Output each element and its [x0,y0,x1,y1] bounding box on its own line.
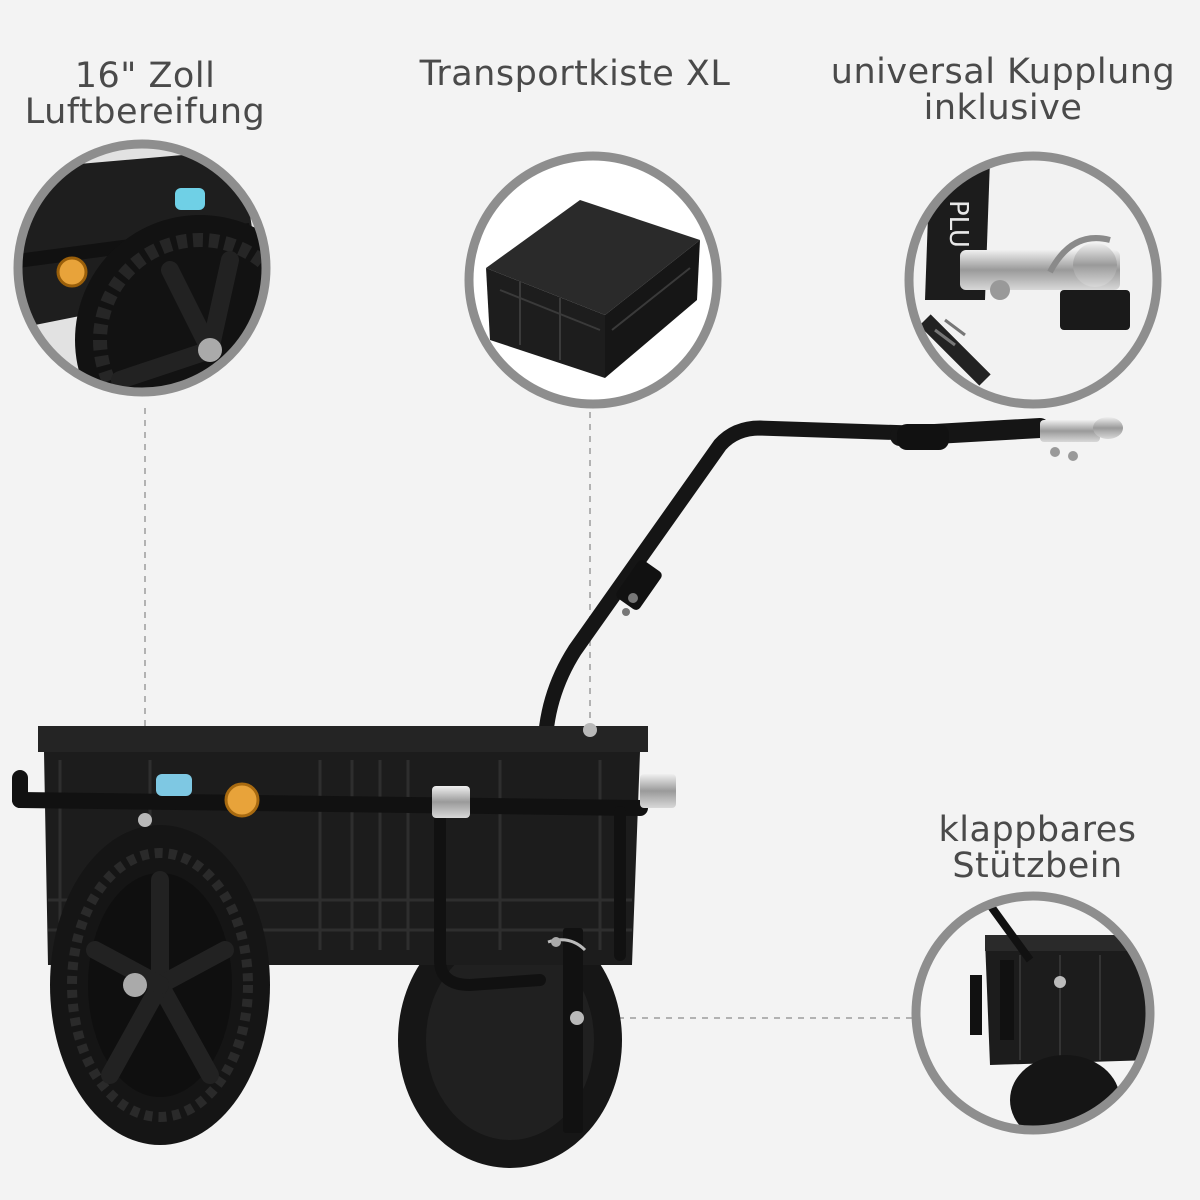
reflector [224,782,260,818]
connector-dot [570,1011,584,1025]
detail-ring [13,139,271,397]
connector-dot [583,723,597,737]
frame-clamp [432,786,470,818]
detail-circle-tires [13,139,271,397]
front-wheel [50,825,270,1145]
bike-trailer [12,417,1123,1168]
detail-ring [904,151,1162,409]
feature-label-line: universal Kupplung [830,52,1176,92]
feature-label-line: klappbares [938,810,1137,850]
detail-ring [911,891,1155,1135]
feature-label-coupling: universal Kupplung inklusive [808,54,1198,126]
coupling-head [1040,417,1123,461]
connector-dot [138,813,152,827]
feature-label-box: Transportkiste XL [395,56,755,92]
feature-label-line: Transportkiste XL [419,54,731,94]
detail-ring [464,151,722,409]
kickstand [547,928,587,1133]
connector-dots [138,723,597,1025]
detail-circle-box [464,151,722,409]
quick-release [156,774,192,796]
feature-label-line: Stützbein [952,846,1123,886]
feature-label-line: inklusive [923,88,1083,128]
tube-lettering: PLU [943,200,973,248]
detail-circle-coupling: PLU [904,151,1162,409]
feature-label-tires: 16" Zoll Luftbereifung [10,58,280,130]
detail-circle-stand [911,891,1155,1135]
frame-clamp [640,774,676,808]
trailer-frame [12,770,648,992]
feature-label-line: 16" Zoll [74,56,216,96]
feature-label-line: Luftbereifung [24,92,266,132]
feature-label-stand: klappbares Stützbein [905,812,1170,884]
